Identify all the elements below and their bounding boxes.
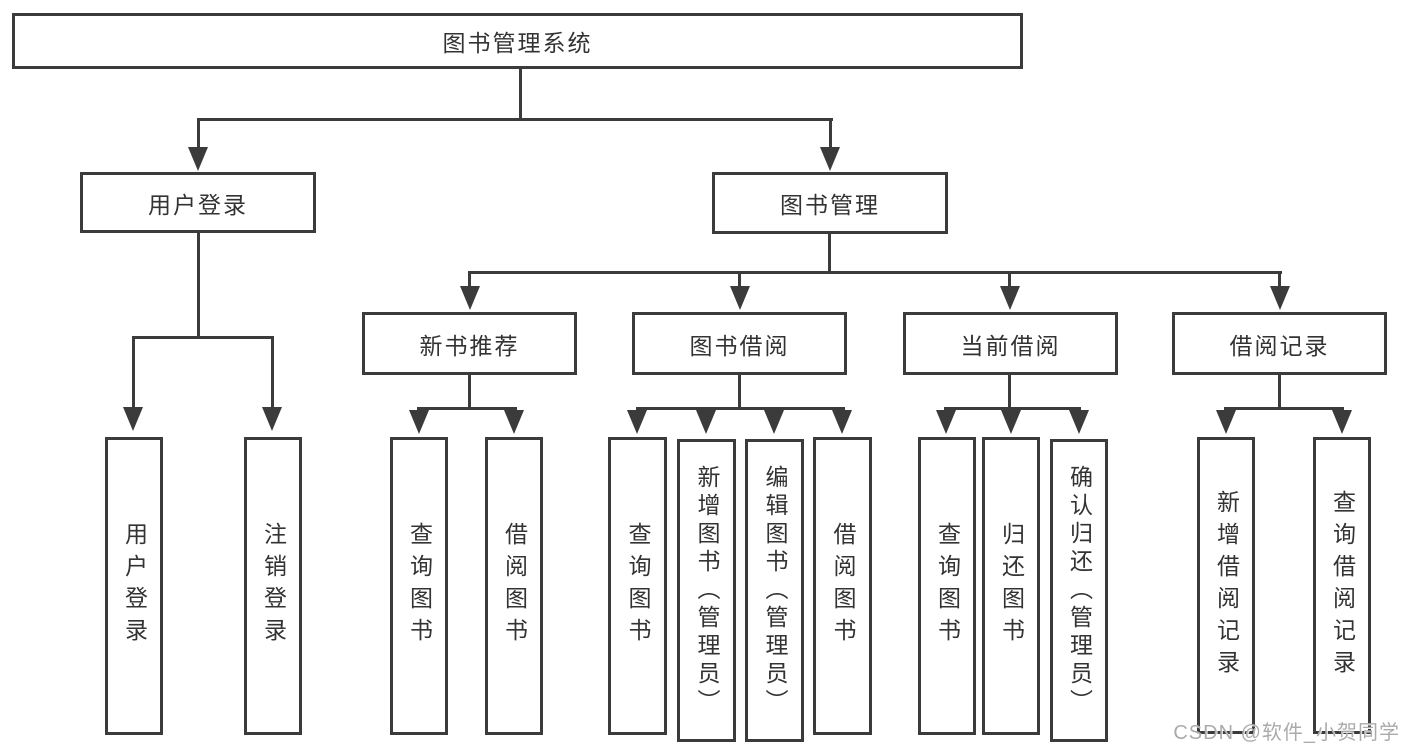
leaf-recommend-query-books: 查询图书 bbox=[390, 437, 448, 735]
connector-bookmgmt-down bbox=[828, 234, 831, 274]
connector-userlogin-down bbox=[197, 232, 200, 339]
arrow-down-icon bbox=[627, 410, 647, 434]
connector-root-stem bbox=[519, 68, 522, 121]
arrow-down-icon bbox=[262, 407, 282, 431]
node-user-login: 用户登录 bbox=[80, 172, 316, 233]
leaf-current-query-books: 查询图书 bbox=[918, 437, 976, 735]
connector-borrow-horizontal bbox=[636, 407, 845, 410]
arrow-down-icon bbox=[1069, 410, 1089, 434]
csdn-watermark: CSDN @软件_小贺同学 bbox=[1173, 722, 1400, 744]
connector-bookmgmt-stem bbox=[829, 118, 832, 149]
node-root: 图书管理系统 bbox=[12, 13, 1023, 69]
arrow-down-icon bbox=[1270, 286, 1290, 310]
connector-newrec-stem bbox=[468, 271, 471, 288]
connector-newrec-horizontal bbox=[417, 407, 517, 410]
arrow-down-icon bbox=[1216, 410, 1236, 434]
connector-leaf-userlogin-stem bbox=[132, 336, 135, 410]
arrow-down-icon bbox=[504, 410, 524, 434]
arrow-down-icon bbox=[764, 410, 784, 434]
arrow-down-icon bbox=[460, 286, 480, 310]
leaf-borrow-borrow-books: 借阅图书 bbox=[813, 437, 872, 735]
arrow-down-icon bbox=[936, 410, 956, 434]
leaf-user-login: 用户登录 bbox=[105, 437, 163, 735]
arrow-down-icon bbox=[1000, 286, 1020, 310]
connector-current-stem bbox=[1008, 271, 1011, 288]
connector-records-horizontal bbox=[1224, 407, 1344, 410]
leaf-recommend-borrow-books: 借阅图书 bbox=[485, 437, 543, 735]
connector-records-down bbox=[1278, 375, 1281, 410]
connector-newrec-down bbox=[468, 375, 471, 410]
leaf-current-return-books: 归还图书 bbox=[982, 437, 1040, 735]
connector-current-horizontal bbox=[944, 407, 1081, 410]
node-current-borrow: 当前借阅 bbox=[903, 312, 1118, 375]
connector-userlogin-stem bbox=[197, 118, 200, 149]
node-book-management: 图书管理 bbox=[712, 172, 948, 234]
leaf-records-query-record: 查询借阅记录 bbox=[1313, 437, 1371, 734]
leaf-borrow-add-books-admin: 新增图书（管理员） bbox=[677, 439, 736, 742]
leaf-borrow-edit-books-admin: 编辑图书（管理员） bbox=[745, 439, 804, 742]
node-new-book-recommend: 新书推荐 bbox=[362, 312, 577, 375]
connector-current-down bbox=[1008, 375, 1011, 410]
connector-level2-horizontal bbox=[197, 118, 833, 121]
connector-leaf-logout-stem bbox=[271, 336, 274, 410]
leaf-records-add-record: 新增借阅记录 bbox=[1197, 437, 1255, 734]
node-borrow-records: 借阅记录 bbox=[1172, 312, 1387, 375]
arrow-down-icon bbox=[696, 410, 716, 434]
arrow-down-icon bbox=[409, 410, 429, 434]
arrow-down-icon bbox=[820, 147, 840, 171]
arrow-down-icon bbox=[123, 407, 143, 431]
connector-userlogin-horizontal bbox=[132, 336, 274, 339]
arrow-down-icon bbox=[832, 410, 852, 434]
connector-borrow-down bbox=[738, 375, 741, 410]
node-book-borrow: 图书借阅 bbox=[632, 312, 847, 375]
arrow-down-icon bbox=[188, 147, 208, 171]
leaf-logout: 注销登录 bbox=[244, 437, 302, 735]
connector-records-stem bbox=[1278, 271, 1281, 288]
connector-borrow-stem bbox=[738, 271, 741, 288]
leaf-current-confirm-return-admin: 确认归还（管理员） bbox=[1050, 439, 1108, 742]
connector-level3-horizontal bbox=[468, 271, 1282, 274]
arrow-down-icon bbox=[1332, 410, 1352, 434]
arrow-down-icon bbox=[1001, 410, 1021, 434]
arrow-down-icon bbox=[730, 286, 750, 310]
leaf-borrow-query-books: 查询图书 bbox=[608, 437, 667, 735]
